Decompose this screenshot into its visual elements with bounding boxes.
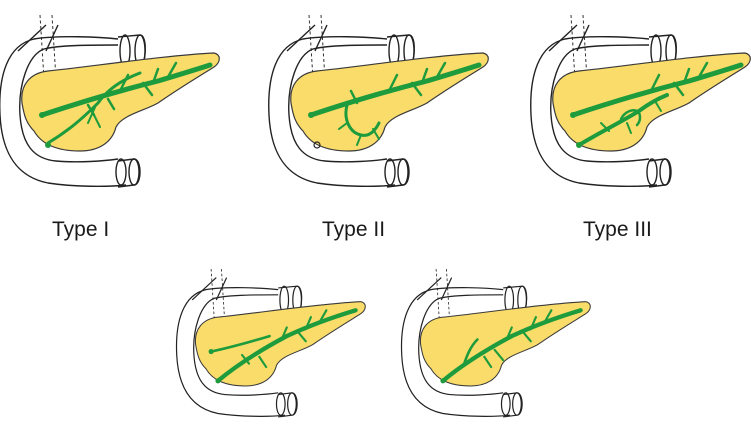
major-papilla — [39, 112, 45, 118]
type-3-label: Type III — [583, 218, 652, 241]
pancreatic-duct — [39, 61, 213, 145]
minor-papilla — [215, 378, 221, 384]
duodenum-pancreas-outline — [268, 14, 489, 188]
major-papilla — [440, 378, 446, 384]
type-1-label: Type I — [52, 218, 110, 241]
major-papilla — [570, 112, 576, 118]
pancreatic-duct — [308, 61, 482, 146]
panel-type-1 — [0, 14, 220, 188]
minor-papilla — [45, 142, 51, 148]
panel-type-4 — [175, 268, 366, 418]
type-2-label: Type II — [322, 218, 386, 241]
major-papilla — [208, 348, 214, 355]
panel-type-2 — [268, 14, 489, 188]
minor-papilla — [313, 141, 321, 149]
pancreatic-duct — [440, 308, 583, 383]
panel-type-3 — [530, 14, 751, 188]
pancreatic-duct — [209, 308, 358, 383]
major-papilla — [308, 112, 314, 118]
duodenum-pancreas-outline — [530, 14, 751, 188]
minor-papilla — [576, 142, 582, 148]
panel-type-5 — [400, 268, 591, 418]
pancreatic-duct — [570, 61, 744, 147]
